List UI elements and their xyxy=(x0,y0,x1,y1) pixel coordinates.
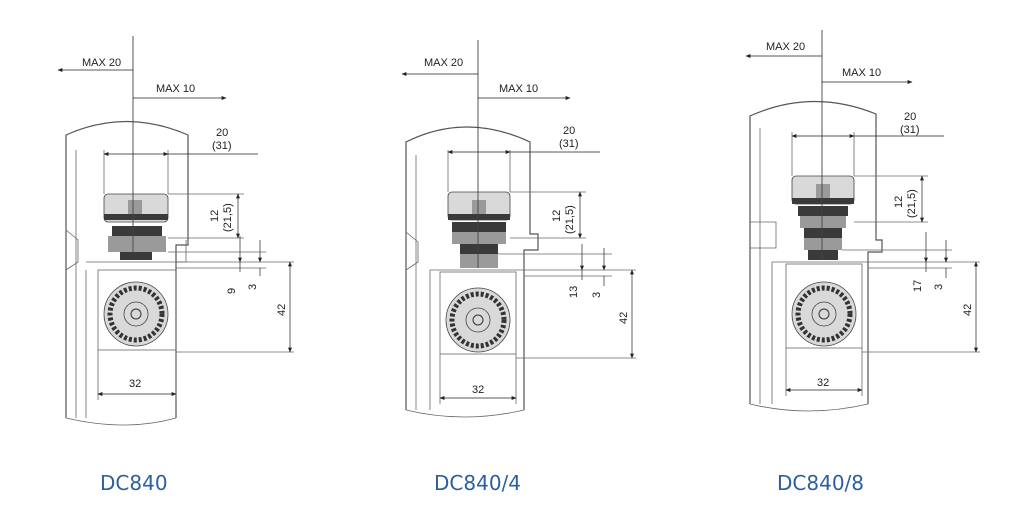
width-top-label: 20 xyxy=(563,125,575,137)
max-20-label: MAX 20 xyxy=(82,57,121,69)
height-top-label: 12 xyxy=(551,210,563,222)
model-label: DC840/8 xyxy=(777,471,864,495)
depth-label: 42 xyxy=(618,312,630,324)
height-top-label: 12 xyxy=(209,210,221,222)
offset-label: 17 xyxy=(912,280,924,292)
width-top-label: 20 xyxy=(904,111,916,123)
max-10-label: MAX 10 xyxy=(842,67,881,79)
max-20-label: MAX 20 xyxy=(766,41,805,53)
model-label: DC840/4 xyxy=(434,471,521,495)
frame-profile xyxy=(65,120,189,418)
depth-label: 42 xyxy=(962,304,974,316)
max-10-label: MAX 10 xyxy=(499,83,538,95)
max-20-label: MAX 20 xyxy=(424,57,463,69)
width-bottom-label: 32 xyxy=(129,378,141,390)
width-bottom-label: 32 xyxy=(817,377,829,389)
panel-dc840-4: MAX 20 MAX 10 20 (31) 12 (21,5) 13 3 42 … xyxy=(401,40,636,495)
gap-label: 3 xyxy=(933,284,945,290)
width-top-alt-label: (31) xyxy=(559,138,579,150)
width-top-label: 20 xyxy=(216,127,228,139)
model-label: DC840 xyxy=(100,471,168,495)
height-top-alt-label: (21,5) xyxy=(564,205,576,234)
frame-profile xyxy=(749,100,883,404)
offset-label: 9 xyxy=(226,288,238,294)
width-top-alt-label: (31) xyxy=(900,124,920,136)
height-top-alt-label: (21,5) xyxy=(222,203,234,232)
gap-label: 3 xyxy=(591,292,603,298)
gap-label: 3 xyxy=(247,284,259,290)
height-top-label: 12 xyxy=(893,196,905,208)
offset-label: 13 xyxy=(568,286,580,298)
width-top-alt-label: (31) xyxy=(212,140,232,152)
depth-label: 42 xyxy=(276,304,288,316)
height-top-alt-label: (21,5) xyxy=(906,189,918,218)
frame-profile xyxy=(405,126,539,410)
max-10-label: MAX 10 xyxy=(156,83,195,95)
width-bottom-label: 32 xyxy=(472,384,484,396)
panel-dc840-8: MAX 20 MAX 10 20 (31) 12 (21,5) 17 3 42 … xyxy=(745,30,980,495)
panel-dc840: MAX 20 MAX 10 20 (31) 12 (21,5) 9 3 42 xyxy=(57,36,294,495)
